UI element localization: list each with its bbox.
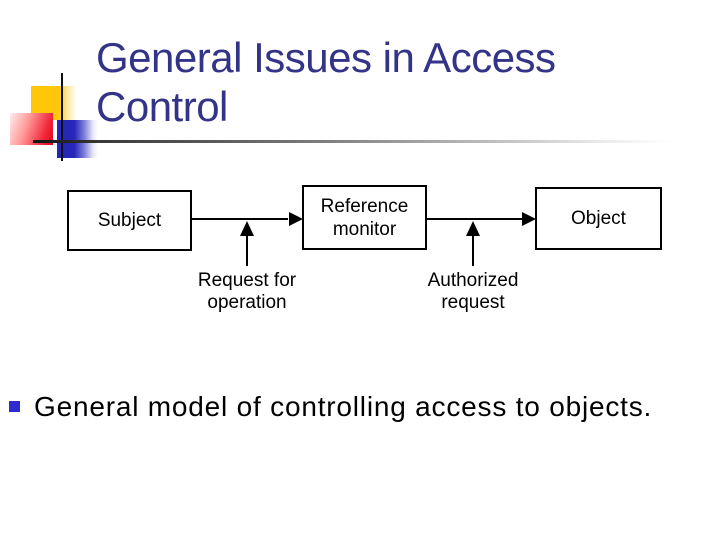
subject-box: Subject	[67, 190, 192, 251]
title-underline-rule	[33, 140, 673, 143]
decoration-blue-square	[57, 120, 98, 158]
subject-box-label: Subject	[97, 210, 162, 231]
arrow-subject-to-monitor-head-icon	[289, 212, 303, 226]
request-for-operation-label: Request for operation	[197, 270, 297, 313]
reference-monitor-box-label: Reference monitor	[320, 195, 409, 240]
object-box-label: Object	[571, 208, 626, 229]
object-box: Object	[535, 187, 662, 250]
authorized-request-label: Authorized request	[427, 270, 519, 313]
arrow-monitor-to-object-line	[427, 218, 522, 220]
reference-monitor-box: Reference monitor	[302, 185, 427, 250]
arrow-monitor-to-object-head-icon	[522, 212, 536, 226]
authorized-up-arrow-line	[472, 235, 474, 266]
request-up-arrow-head-icon	[240, 221, 254, 236]
arrow-subject-to-monitor-line	[192, 218, 288, 220]
authorized-up-arrow-head-icon	[466, 221, 480, 236]
slide-title-line-1: General Issues in Access	[96, 34, 556, 81]
decoration-red-square	[10, 113, 53, 145]
bullet-marker	[9, 401, 20, 412]
slide-title-line-2: Control	[96, 83, 228, 130]
decoration-vertical-line	[61, 73, 63, 161]
bullet-text: General model of controlling access to o…	[34, 391, 653, 422]
request-up-arrow-line	[246, 235, 248, 266]
